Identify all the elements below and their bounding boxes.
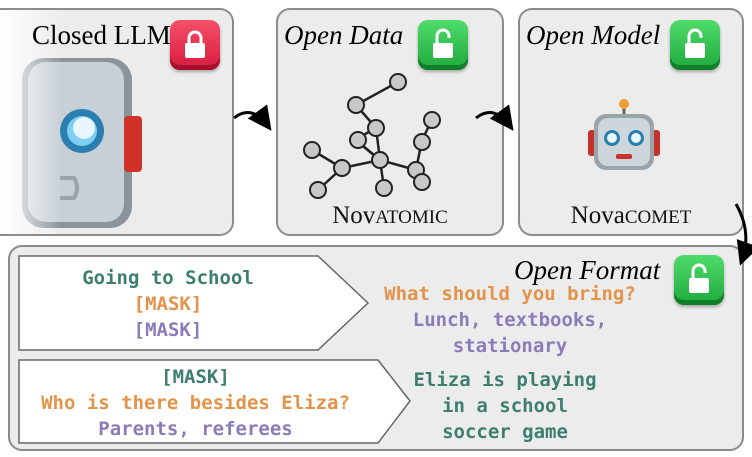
- example2-output: Eliza is playing in a school soccer game: [390, 367, 620, 445]
- novatomic-prefix: Nov: [332, 202, 376, 229]
- lock-open-icon: [670, 20, 720, 70]
- open-model-title: Open Model: [526, 20, 661, 50]
- novatomic-smallcaps: ATOMIC: [375, 207, 448, 228]
- example2-answer: Parents, referees: [98, 418, 293, 440]
- example1-answer-line2: stationary: [452, 335, 568, 357]
- closed-llm-title: Closed LLM: [32, 20, 171, 50]
- example1-mask-question: [MASK]: [133, 293, 203, 315]
- example1-answer-line1: Lunch, textbooks,: [412, 309, 608, 331]
- example2-mask-context: [MASK]: [161, 366, 230, 388]
- open-format-title: Open Format: [514, 255, 661, 285]
- arrow-model-to-format: [734, 203, 752, 266]
- example1-output: What should you bring? Lunch, textbooks,…: [350, 281, 670, 359]
- arrow-data-to-model: [475, 104, 514, 131]
- arrow-closed-to-data: [233, 104, 272, 131]
- example1-question: What should you bring?: [384, 283, 636, 305]
- lock-open-icon: [418, 20, 468, 70]
- example2-question: Who is there besides Eliza?: [41, 392, 350, 414]
- open-format-panel: Open Format Going to School [MASK] [MASK…: [8, 245, 744, 451]
- cloze-input-arrow-1: [18, 255, 370, 351]
- novacomet-label: NovaCOMET: [520, 202, 742, 230]
- robot-closeup-illustration: [0, 10, 142, 234]
- example2-context-line1: Eliza is playing: [413, 369, 597, 391]
- lock-open-icon: [674, 255, 724, 305]
- open-data-title: Open Data: [284, 20, 404, 50]
- closed-llm-panel: Closed LLM: [0, 8, 234, 236]
- example1-input: Going to School [MASK] [MASK]: [18, 265, 318, 343]
- example2-input: [MASK] Who is there besides Eliza? Paren…: [18, 364, 373, 442]
- knowledge-graph-icon: [303, 73, 441, 199]
- novacomet-smallcaps: COMET: [624, 207, 692, 228]
- example1-mask-answer: [MASK]: [133, 319, 203, 341]
- example1-context: Going to School: [82, 267, 254, 289]
- novatomic-label: NovATOMIC: [278, 202, 502, 230]
- robot-face-icon: [588, 99, 660, 170]
- cloze-input-arrow-2: [18, 359, 411, 444]
- novacomet-prefix: Nova: [570, 202, 625, 229]
- open-data-panel: Open Data: [276, 8, 504, 236]
- lock-closed-icon: [170, 20, 220, 70]
- example2-context-line3: soccer game: [442, 421, 568, 443]
- open-model-panel: Open Model NovaCOMET: [518, 8, 744, 236]
- example2-context-line2: in a school: [442, 395, 568, 417]
